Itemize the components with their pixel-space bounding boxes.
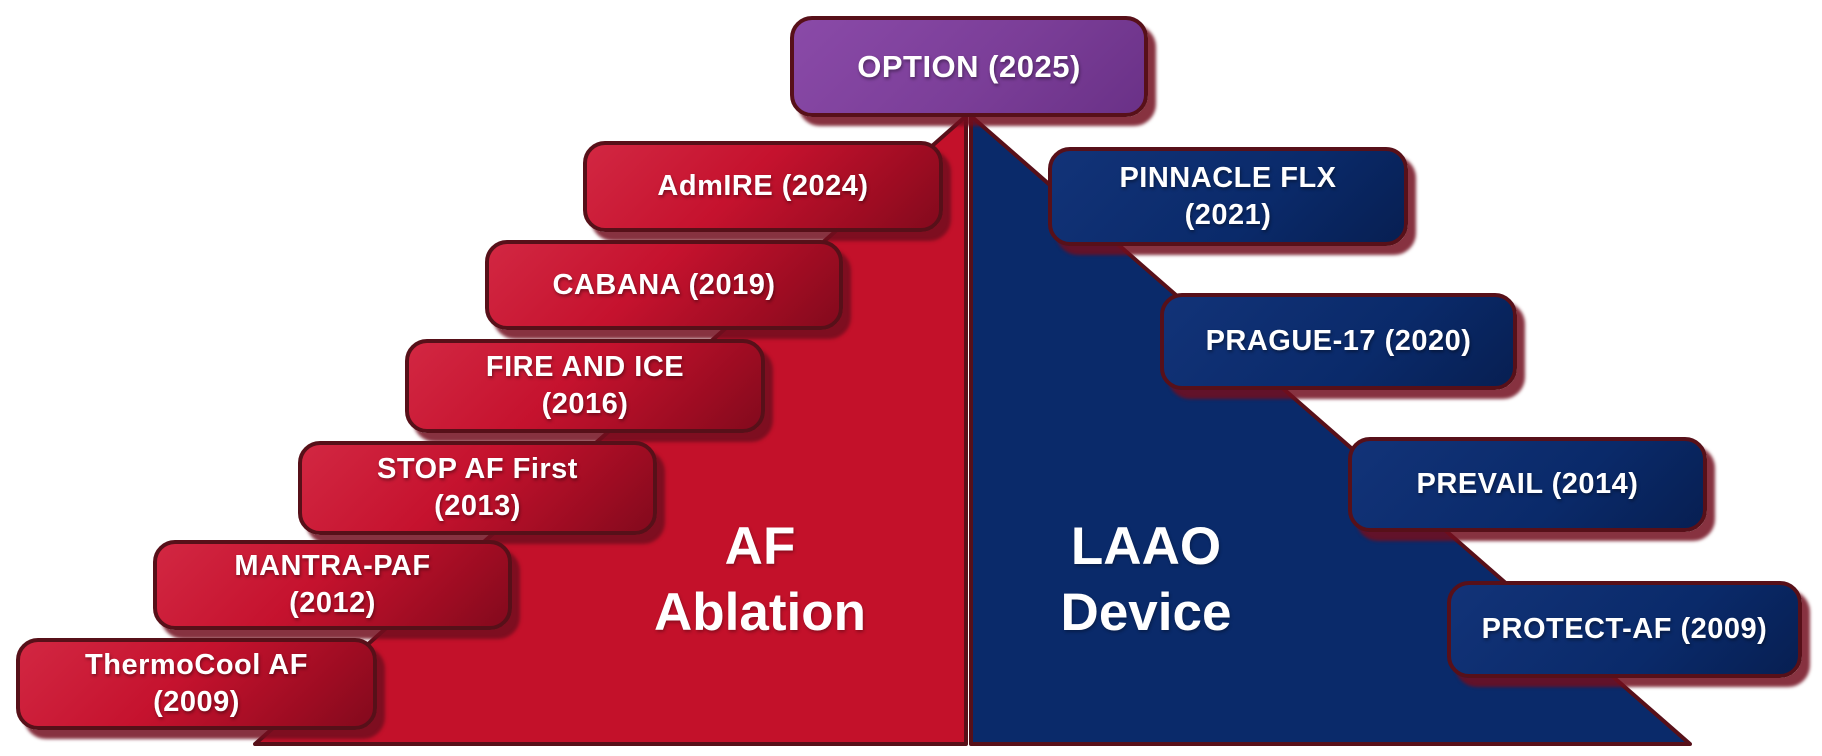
trial-label-line2: (2009) bbox=[153, 686, 240, 718]
trial-box-fire-and-ice: FIRE AND ICE (2016) bbox=[405, 339, 765, 433]
trial-box-pinnacle-flx: PINNACLE FLX (2021) bbox=[1048, 147, 1408, 246]
trial-label: ThermoCool AF bbox=[85, 649, 308, 681]
trial-label: PINNACLE FLX bbox=[1119, 161, 1337, 194]
trial-box-stop-af-first: STOP AF First (2013) bbox=[298, 441, 657, 535]
trial-box-protect-af: PROTECT-AF (2009) bbox=[1447, 581, 1802, 678]
trial-label: PREVAIL (2014) bbox=[1416, 468, 1639, 500]
trial-label: PROTECT-AF (2009) bbox=[1481, 613, 1768, 645]
trial-label-line2: (2016) bbox=[541, 388, 629, 420]
af-ablation-label-line1: AF bbox=[724, 517, 796, 576]
trial-label-line2: (2012) bbox=[289, 587, 376, 619]
laao-device-label: LAAO Device bbox=[986, 514, 1306, 646]
trial-label-line2: (2013) bbox=[434, 490, 521, 522]
trial-box-prevail: PREVAIL (2014) bbox=[1348, 437, 1707, 532]
trial-box-mantra-paf: MANTRA-PAF (2012) bbox=[153, 540, 512, 630]
trial-label: STOP AF First bbox=[377, 453, 578, 485]
trial-box-admire: AdmIRE (2024) bbox=[583, 141, 943, 232]
trial-label: OPTION (2025) bbox=[857, 49, 1081, 84]
af-ablation-label: AF Ablation bbox=[600, 514, 920, 646]
trial-label: MANTRA-PAF bbox=[234, 550, 431, 582]
trial-box-cabana: CABANA (2019) bbox=[485, 240, 843, 330]
laao-device-label-line1: LAAO bbox=[1070, 517, 1222, 576]
trial-box-thermocool-af: ThermoCool AF (2009) bbox=[16, 638, 377, 730]
trial-box-prague-17: PRAGUE-17 (2020) bbox=[1160, 293, 1517, 390]
laao-device-label-line2: Device bbox=[1060, 583, 1232, 642]
trial-label: PRAGUE-17 (2020) bbox=[1205, 325, 1472, 357]
trial-label-line2: (2021) bbox=[1184, 198, 1272, 231]
af-ablation-label-line2: Ablation bbox=[654, 583, 866, 642]
trial-box-option: OPTION (2025) bbox=[790, 16, 1148, 117]
trial-label: FIRE AND ICE bbox=[485, 351, 685, 383]
trial-label: AdmIRE (2024) bbox=[657, 170, 869, 202]
trial-label: CABANA (2019) bbox=[552, 268, 776, 301]
